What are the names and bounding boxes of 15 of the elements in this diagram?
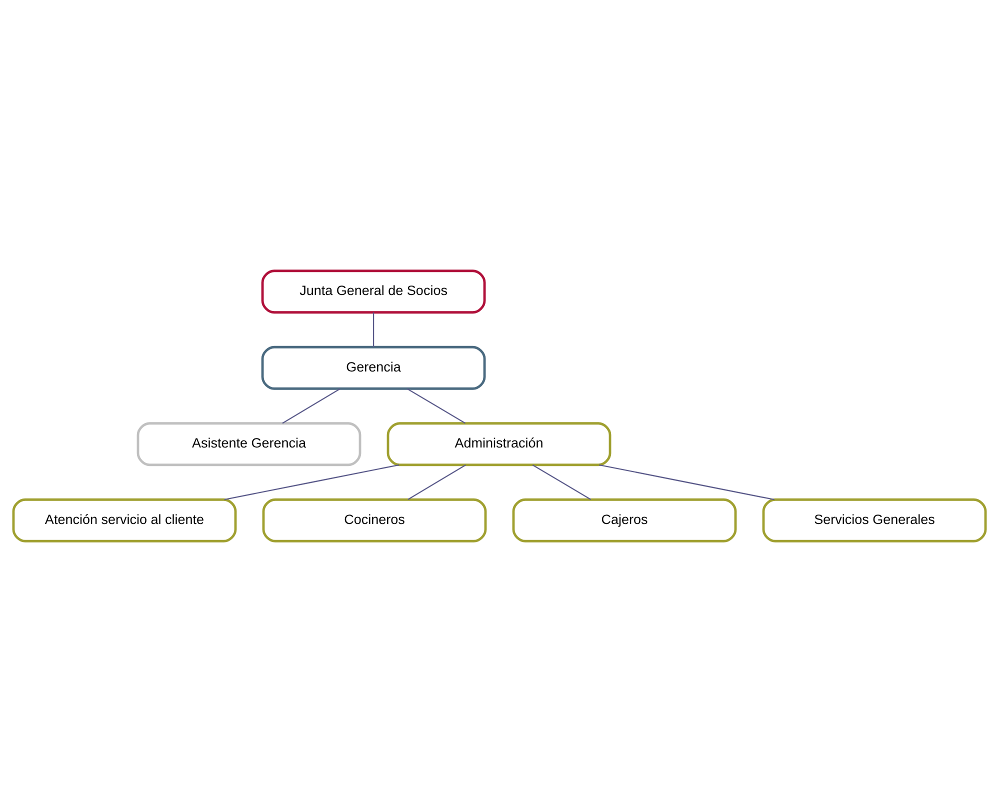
node-box: Atención servicio al cliente [12,498,237,542]
node-box: Servicios Generales [762,498,987,542]
connector [372,312,374,346]
node-box: Cocineros [262,498,487,542]
node-box: Asistente Gerencia [136,422,362,466]
node-box: Junta General de Socios [261,269,486,314]
connector [406,388,466,424]
node-box: Cajeros [512,498,737,542]
node-box: Administración [386,422,612,466]
node-box: Gerencia [261,345,486,390]
connector [282,388,340,424]
connector [408,464,466,500]
connector [224,464,400,500]
connector [532,464,592,500]
connector [599,464,774,500]
